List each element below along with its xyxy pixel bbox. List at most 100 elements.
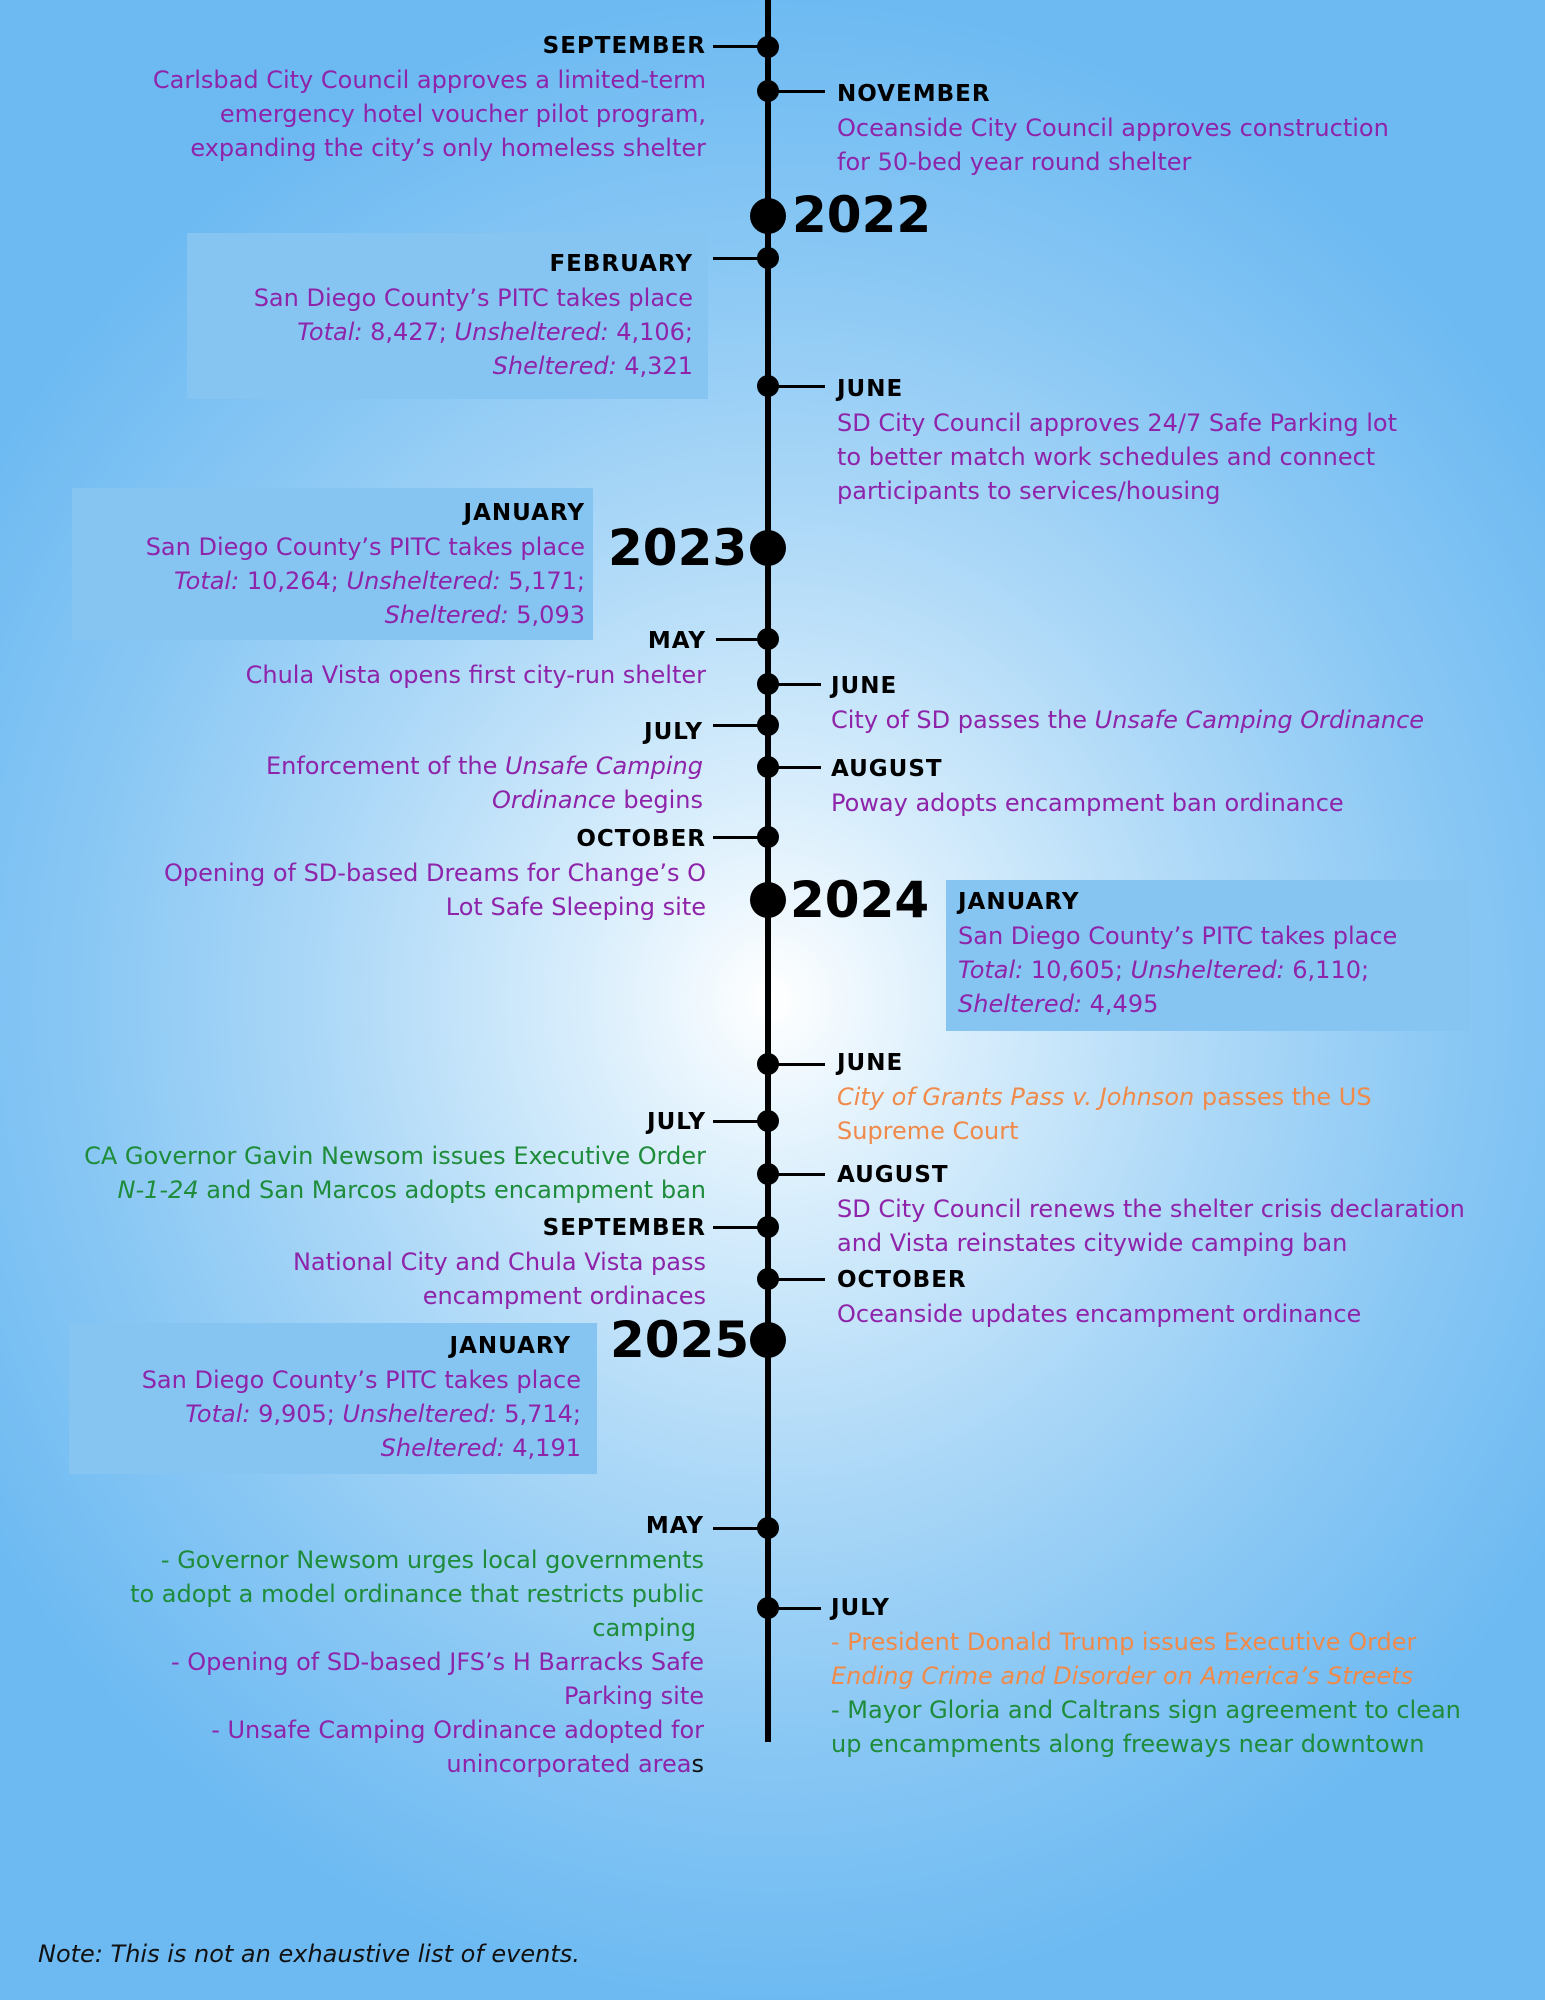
event-text: participants to services/housing [837,477,1221,505]
pitc-counts: Total: 8,427; Unsheltered: 4,106; [193,315,693,349]
month-label: OCTOBER [837,1267,967,1293]
event-text: camping [592,1614,696,1642]
event-text: Oceanside City Council approves construc… [837,114,1389,142]
event-text-part: passes the US [1194,1083,1372,1111]
unsheltered-value: 4,106; [608,318,693,346]
event-text: expanding the city’s only homeless shelt… [190,134,706,162]
total-label: Total: [185,1400,251,1428]
pitc-counts: Total: 10,605; Unsheltered: 6,110; [958,953,1468,987]
connector [773,1278,825,1281]
year-dot-2024 [750,882,786,918]
connector [713,1120,761,1123]
connector [713,1527,761,1530]
event-text: San Diego County’s PITC takes place [253,284,693,312]
ordinance-name: Unsafe Camping [504,752,703,780]
event-text-part: unincorporated area [446,1750,692,1778]
event-jan-2025: JANUARY San Diego County’s PITC takes pl… [61,1329,581,1465]
ordinance-name: Ordinance [492,786,616,814]
event-jan-2024: JANUARY San Diego County’s PITC takes pl… [958,885,1468,1021]
event-dot [757,1268,779,1290]
event-sep-2024: SEPTEMBER National City and Chula Vista … [106,1211,706,1313]
event-sep-2021: SEPTEMBER Carlsbad City Council approves… [6,29,706,165]
event-text: Oceanside updates encampment ordinance [837,1300,1362,1328]
event-text: Carlsbad City Council approves a limited… [152,66,706,94]
pitc-sheltered: Sheltered: 4,495 [958,987,1468,1021]
total-value: 10,264; [239,567,347,595]
year-dot-2022 [750,198,786,234]
sheltered-value: 4,191 [504,1434,581,1462]
pitc-box-2025 [69,1323,597,1474]
order-number: N-1-24 [117,1176,199,1204]
event-text: unincorporated areas [4,1747,704,1781]
connector [713,836,761,839]
event-text: Poway adopts encampment ban ordinance [831,789,1344,817]
event-text: Ordinance begins [103,783,703,817]
event-dot [757,1517,779,1539]
unsheltered-label: Unsheltered: [346,567,501,595]
month-label: JANUARY [463,500,585,526]
sheltered-label: Sheltered: [384,601,509,629]
event-jun-2024: JUNE City of Grants Pass v. Johnson pass… [837,1046,1527,1148]
event-text: - Opening of SD-based JFS’s H Barracks S… [170,1648,704,1676]
event-text: - Mayor Gloria and Caltrans sign agreeme… [831,1696,1461,1724]
event-dot [757,1163,779,1185]
event-text: San Diego County’s PITC takes place [141,1366,581,1394]
event-feb-2022: FEBRUARY San Diego County’s PITC takes p… [193,247,693,383]
unsheltered-label: Unsheltered: [454,318,609,346]
event-dot [757,375,779,397]
unsheltered-label: Unsheltered: [1130,956,1285,984]
month-label: MAY [647,628,706,654]
event-text: SD City Council renews the shelter crisi… [837,1195,1465,1223]
connector [773,1063,825,1066]
event-text-part: City of SD passes the [831,706,1095,734]
connector [713,257,761,260]
pitc-box-2022 [187,233,708,399]
event-text: to better match work schedules and conne… [837,443,1376,471]
pitc-sheltered: Sheltered: 4,321 [193,349,693,383]
pitc-counts: Total: 10,264; Unsheltered: 5,171; [65,564,585,598]
event-text: SD City Council approves 24/7 Safe Parki… [837,409,1398,437]
pitc-counts: Total: 9,905; Unsheltered: 5,714; [61,1397,581,1431]
pitc-sheltered: Sheltered: 4,191 [61,1431,581,1465]
pitc-sheltered: Sheltered: 5,093 [65,598,585,632]
event-jun-2023: JUNE City of SD passes the Unsafe Campin… [831,669,1531,737]
month-label: NOVEMBER [837,81,991,107]
month-label: JANUARY [958,889,1080,915]
year-dot-2023 [750,530,786,566]
event-text-part: and San Marcos adopts encampment ban [198,1176,706,1204]
unsheltered-value: 6,110; [1284,956,1370,984]
event-dot [757,673,779,695]
event-dot [757,1597,779,1619]
event-dot [757,756,779,778]
event-dot [757,1110,779,1132]
month-label: FEBRUARY [549,251,693,277]
sheltered-value: 5,093 [508,601,585,629]
event-text: N-1-24 and San Marcos adopts encampment … [0,1173,707,1207]
connector [716,638,761,641]
year-label-2025: 2025 [610,1311,750,1369]
sheltered-label: Sheltered: [380,1434,505,1462]
event-text-part: Enforcement of the [265,752,505,780]
event-text: emergency hotel voucher pilot program, [219,100,706,128]
event-text: San Diego County’s PITC takes place [145,533,585,561]
connector [713,1226,761,1229]
event-jul-2023: JULY Enforcement of the Unsafe Camping O… [103,715,703,817]
event-text: City of SD passes the Unsafe Camping Ord… [831,703,1531,737]
unsheltered-value: 5,714; [496,1400,581,1428]
event-dot [757,1216,779,1238]
ordinance-name: Unsafe Camping Ordinance [1094,706,1425,734]
pitc-box-2024 [946,880,1470,1031]
connector [773,1173,825,1176]
event-dot [757,1053,779,1075]
event-jul-2025: JULY - President Donald Trump issues Exe… [831,1591,1541,1761]
month-label: JULY [831,1595,890,1621]
event-text: for 50-bed year round shelter [837,148,1192,176]
month-label: AUGUST [831,756,943,782]
total-value: 10,605; [1023,956,1131,984]
event-aug-2024: AUGUST SD City Council renews the shelte… [837,1158,1537,1260]
connector [773,766,821,769]
unsheltered-label: Unsheltered: [342,1400,497,1428]
event-may-2025: MAY - Governor Newsom urges local govern… [4,1509,704,1781]
connector [773,683,821,686]
year-label-2024: 2024 [790,871,930,929]
